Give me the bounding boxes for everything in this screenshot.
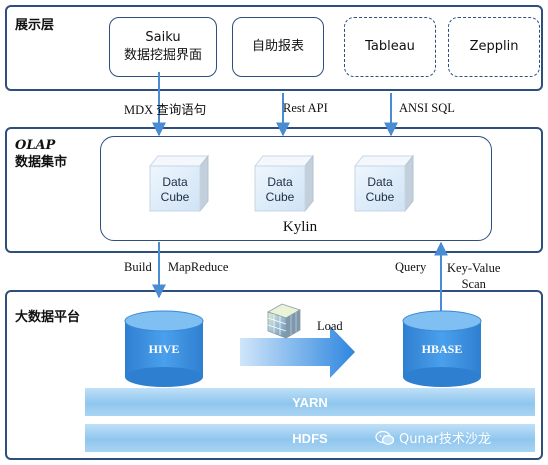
data-cube-1: Data Cube (148, 154, 210, 213)
yarn-bar: YARN (85, 388, 535, 416)
yarn-label: YARN (292, 394, 328, 410)
hdfs-bar: HDFS (85, 424, 535, 452)
hbase-cylinder: HBASE (402, 310, 482, 387)
saiku-label: Saiku (145, 30, 181, 45)
hdfs-label: HDFS (292, 430, 328, 446)
ansi-sql-label: ANSI SQL (399, 101, 455, 115)
data-cube-2: Data Cube (253, 154, 315, 213)
data-cube-3-line1: Data (367, 175, 393, 189)
load-label: Load (317, 319, 343, 333)
zepplin-label: Zepplin (469, 39, 519, 54)
data-cube-1-line1: Data (162, 175, 188, 189)
rest-api-label: Rest API (283, 101, 328, 115)
self-service-report-label: 自助报表 (251, 39, 304, 54)
olap-title-line1: OLAP (15, 138, 56, 153)
presentation-layer: 展示层 Saiku 数据挖掘界面 自助报表 Tableau Zepplin (5, 5, 543, 91)
kylin-label: Kylin (282, 219, 318, 235)
platform-layer-title: 大数据平台 (15, 310, 81, 325)
data-cube-2-line2: Cube (266, 190, 295, 204)
presentation-layer-title: 展示层 (15, 18, 55, 33)
data-cube-3: Data Cube (353, 154, 415, 213)
tableau-label: Tableau (365, 39, 415, 54)
saiku-tool-box: Saiku 数据挖掘界面 (109, 17, 217, 77)
saiku-subtitle: 数据挖掘界面 (123, 48, 202, 63)
data-cube-2-line1: Data (267, 175, 293, 189)
zepplin-box: Zepplin (448, 17, 540, 77)
self-service-report-box: 自助报表 (232, 17, 324, 77)
hive-cylinder: HIVE (124, 310, 204, 387)
scan-label: Scan (461, 277, 486, 291)
key-value-scan-label: Key-Value Scan (447, 260, 500, 292)
mdx-query-label: MDX 查询语句 (124, 103, 207, 117)
olap-layer-title: OLAP 数据集市 (15, 137, 67, 171)
data-cube-1-line2: Cube (161, 190, 190, 204)
wechat-icon (375, 430, 395, 445)
key-value-label: Key-Value (447, 261, 501, 275)
mapreduce-label: MapReduce (168, 260, 229, 274)
hive-label: HIVE (149, 342, 180, 356)
tableau-box: Tableau (344, 17, 436, 77)
load-arrow (240, 326, 355, 378)
query-label: Query (395, 260, 427, 274)
hbase-label: HBASE (422, 342, 463, 356)
build-label: Build (124, 260, 152, 274)
load-cube-icon (267, 303, 301, 339)
watermark: Qunar技术沙龙 (375, 428, 491, 447)
data-cube-3-line2: Cube (366, 190, 395, 204)
watermark-text: Qunar技术沙龙 (399, 432, 492, 447)
olap-title-line2: 数据集市 (15, 155, 68, 170)
